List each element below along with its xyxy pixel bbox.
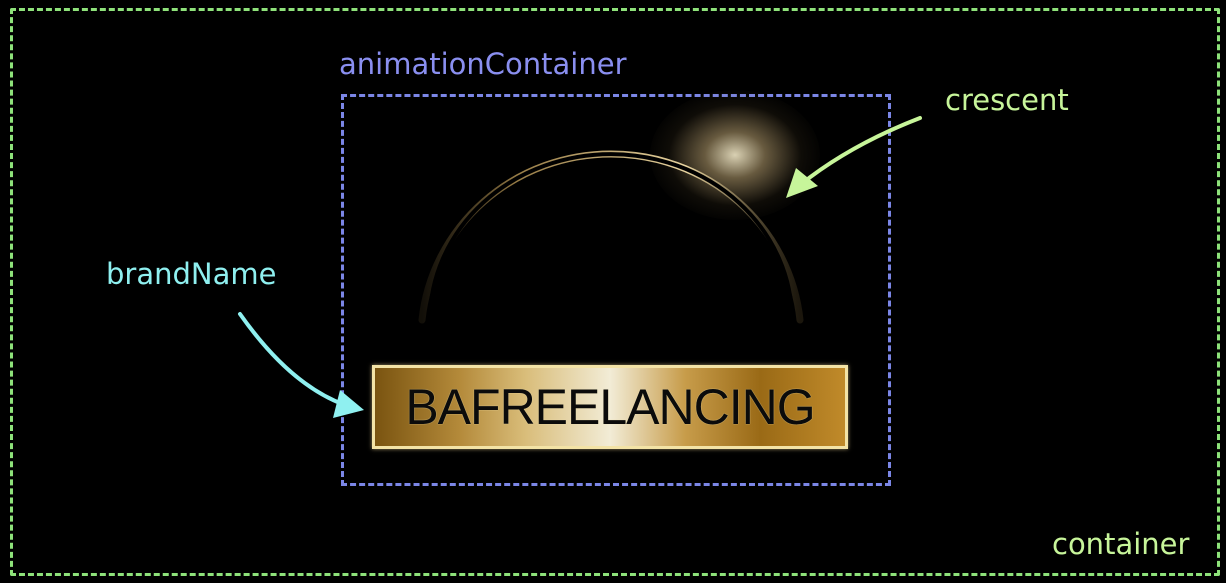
- animation-container-label: animationContainer: [339, 47, 627, 81]
- brand-name-text: BAFREELANCING: [405, 379, 815, 435]
- brand-name-label: brandName: [106, 257, 277, 291]
- crescent-arc: [418, 150, 804, 324]
- container-outline: [10, 8, 1220, 576]
- brand-name-plate: BAFREELANCING: [372, 365, 848, 449]
- brand-name-arrow: [238, 312, 347, 407]
- brand-name-arrow-head: [333, 390, 364, 418]
- container-label: container: [1052, 527, 1190, 561]
- crescent-arrow-head: [786, 168, 818, 198]
- animation-container-outline: [341, 94, 891, 486]
- crescent-label: crescent: [945, 83, 1069, 117]
- crescent-arrow: [798, 116, 922, 187]
